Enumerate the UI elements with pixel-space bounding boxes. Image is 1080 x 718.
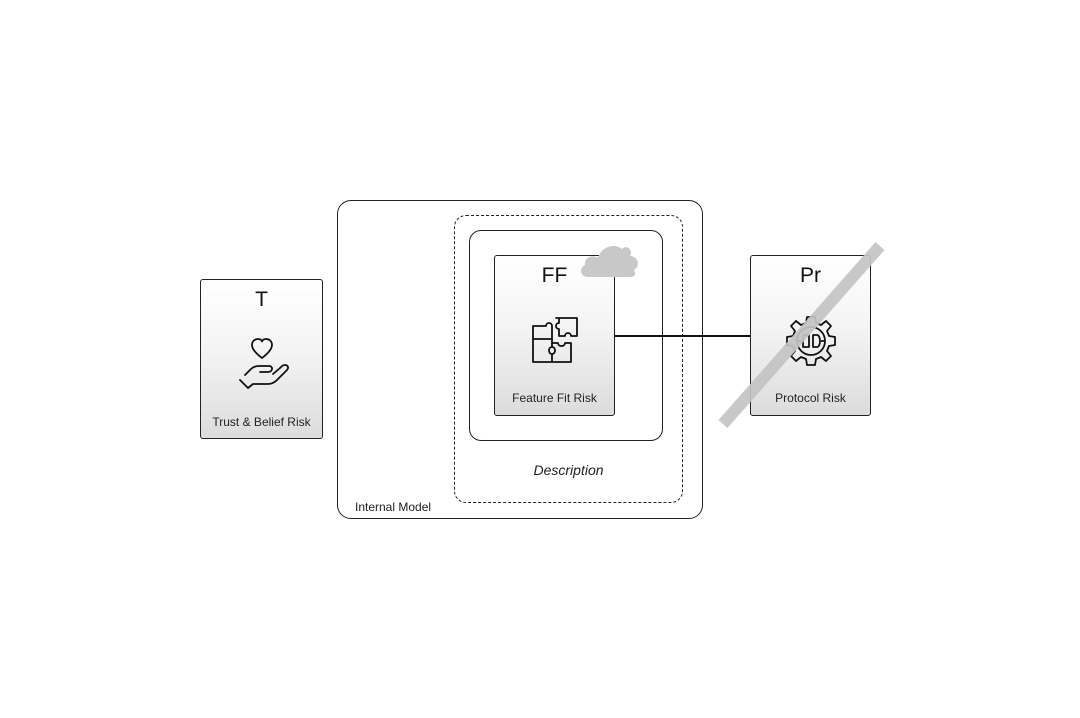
trust-symbol: T xyxy=(255,288,268,311)
feature-fit-symbol: FF xyxy=(541,264,568,287)
trust-card: T Trust & Belief Risk xyxy=(200,279,323,439)
gear-plug-icon xyxy=(785,316,836,366)
puzzle-pieces-icon xyxy=(531,317,578,363)
hand-heart-icon xyxy=(238,338,289,389)
feature-fit-card: FF Feature Fit Risk xyxy=(494,255,615,416)
protocol-symbol: Pr xyxy=(800,264,821,287)
feature-fit-label: Feature Fit Risk xyxy=(512,391,597,405)
internal-model-label: Internal Model xyxy=(355,500,432,514)
description-container xyxy=(454,215,683,503)
protocol-label: Protocol Risk xyxy=(775,391,846,405)
internal-model-container xyxy=(337,200,703,519)
description-label: Description xyxy=(533,462,604,478)
trust-label: Trust & Belief Risk xyxy=(212,415,311,429)
protocol-card: Pr Protocol Risk xyxy=(750,255,871,416)
